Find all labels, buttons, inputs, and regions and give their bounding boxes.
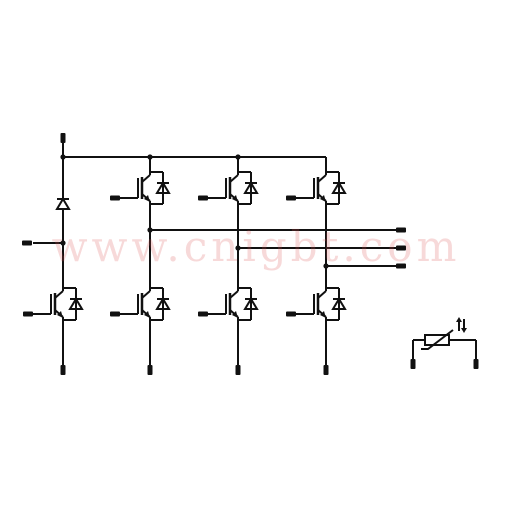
junction-dot (235, 245, 241, 251)
emitter-arrow (320, 195, 326, 202)
terminal-pin (235, 365, 241, 375)
collector-lead (317, 290, 327, 299)
junction-dot (147, 227, 153, 233)
terminal-pin (473, 359, 479, 369)
terminal-pin (410, 359, 416, 369)
phase-2-high-igbt (198, 171, 259, 205)
junction-dot (235, 154, 241, 160)
gate-terminal (110, 195, 120, 201)
ntc-thermistor (412, 317, 477, 360)
junction-dot (60, 154, 66, 160)
emitter-arrow (232, 195, 238, 202)
wires (33, 143, 397, 365)
terminal-pin (60, 365, 66, 375)
junction-dot (60, 240, 66, 246)
phase-3-high-igbt (286, 171, 347, 205)
ntc-body (424, 334, 450, 346)
diode-triangle (55, 197, 71, 210)
brake-igbt (23, 287, 84, 321)
terminal-pin (22, 240, 32, 246)
collector-lead (317, 174, 327, 183)
terminal-pin (396, 263, 406, 269)
gate-terminal (286, 311, 296, 317)
collector-lead (141, 290, 151, 299)
collector-lead (229, 290, 239, 299)
emitter-arrow (144, 311, 150, 318)
collector-lead (54, 290, 64, 299)
phase-1-high-igbt (110, 171, 171, 205)
gate-terminal (198, 195, 208, 201)
collector-lead (141, 174, 151, 183)
terminal-pin (147, 365, 153, 375)
terminal-pin (60, 133, 66, 143)
diode-triangle (243, 297, 259, 310)
diode-triangle (155, 181, 171, 194)
terminals (22, 133, 479, 375)
ntc-arrowhead-up (456, 317, 462, 322)
emitter-arrow (320, 311, 326, 318)
emitter-arrow (57, 311, 63, 318)
phase-1-low-igbt (110, 287, 171, 321)
ntc-slash (421, 329, 454, 350)
gate-terminal (23, 311, 33, 317)
junction-dot (147, 154, 153, 160)
diode-triangle (155, 297, 171, 310)
devices (23, 171, 347, 321)
terminal-pin (396, 227, 406, 233)
phase-3-low-igbt (286, 287, 347, 321)
gate-terminal (110, 311, 120, 317)
ntc-arrowhead-down (461, 328, 467, 333)
junctions (60, 154, 329, 269)
diode-triangle (68, 297, 84, 310)
brake-diode (55, 197, 71, 210)
collector-lead (229, 174, 239, 183)
junction-dot (323, 263, 329, 269)
gate-terminal (286, 195, 296, 201)
phase-2-low-igbt (198, 287, 259, 321)
diode-triangle (243, 181, 259, 194)
gate-terminal (198, 311, 208, 317)
diode-triangle (331, 181, 347, 194)
emitter-arrow (232, 311, 238, 318)
terminal-pin (323, 365, 329, 375)
emitter-arrow (144, 195, 150, 202)
diode-triangle (331, 297, 347, 310)
terminal-pin (396, 245, 406, 251)
